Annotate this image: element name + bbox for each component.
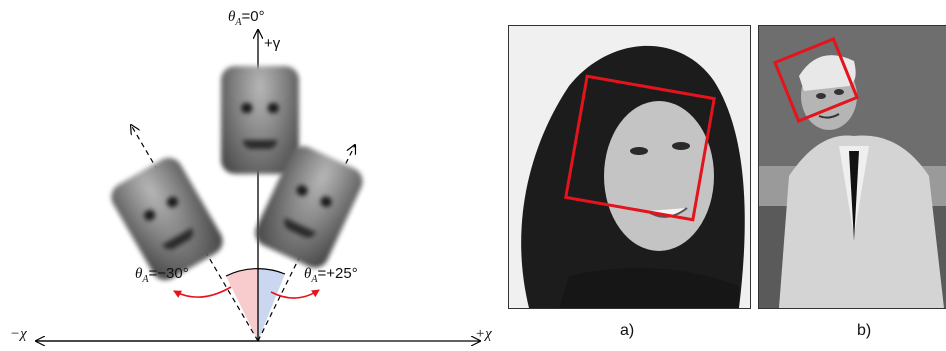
plus-chi-label: +χ (475, 326, 492, 342)
left-angle-label: θA=−30° (135, 265, 189, 285)
right-rotation-arrow (270, 289, 320, 299)
left-dashed-axis (131, 125, 259, 342)
top-angle-label: θA=0° (228, 8, 265, 28)
right-angle-label: θA=+25° (304, 265, 358, 285)
photo-a (508, 25, 751, 309)
negative-angle-wedge (226, 268, 258, 341)
caption-a: a) (620, 322, 635, 339)
man-portrait-art (759, 26, 946, 308)
positive-angle-wedge (258, 268, 285, 341)
face-bounding-box-a (564, 74, 716, 222)
caption-b: b) (857, 322, 872, 339)
plus-gamma-label: +γ (264, 35, 281, 52)
face-upright (221, 66, 299, 174)
rotation-diagram (0, 0, 510, 351)
photo-b (758, 25, 946, 309)
left-rotation-arrow (173, 286, 232, 298)
angle-arc (225, 268, 286, 277)
woman-portrait-art (509, 26, 750, 308)
minus-chi-label: −χ (10, 326, 27, 342)
